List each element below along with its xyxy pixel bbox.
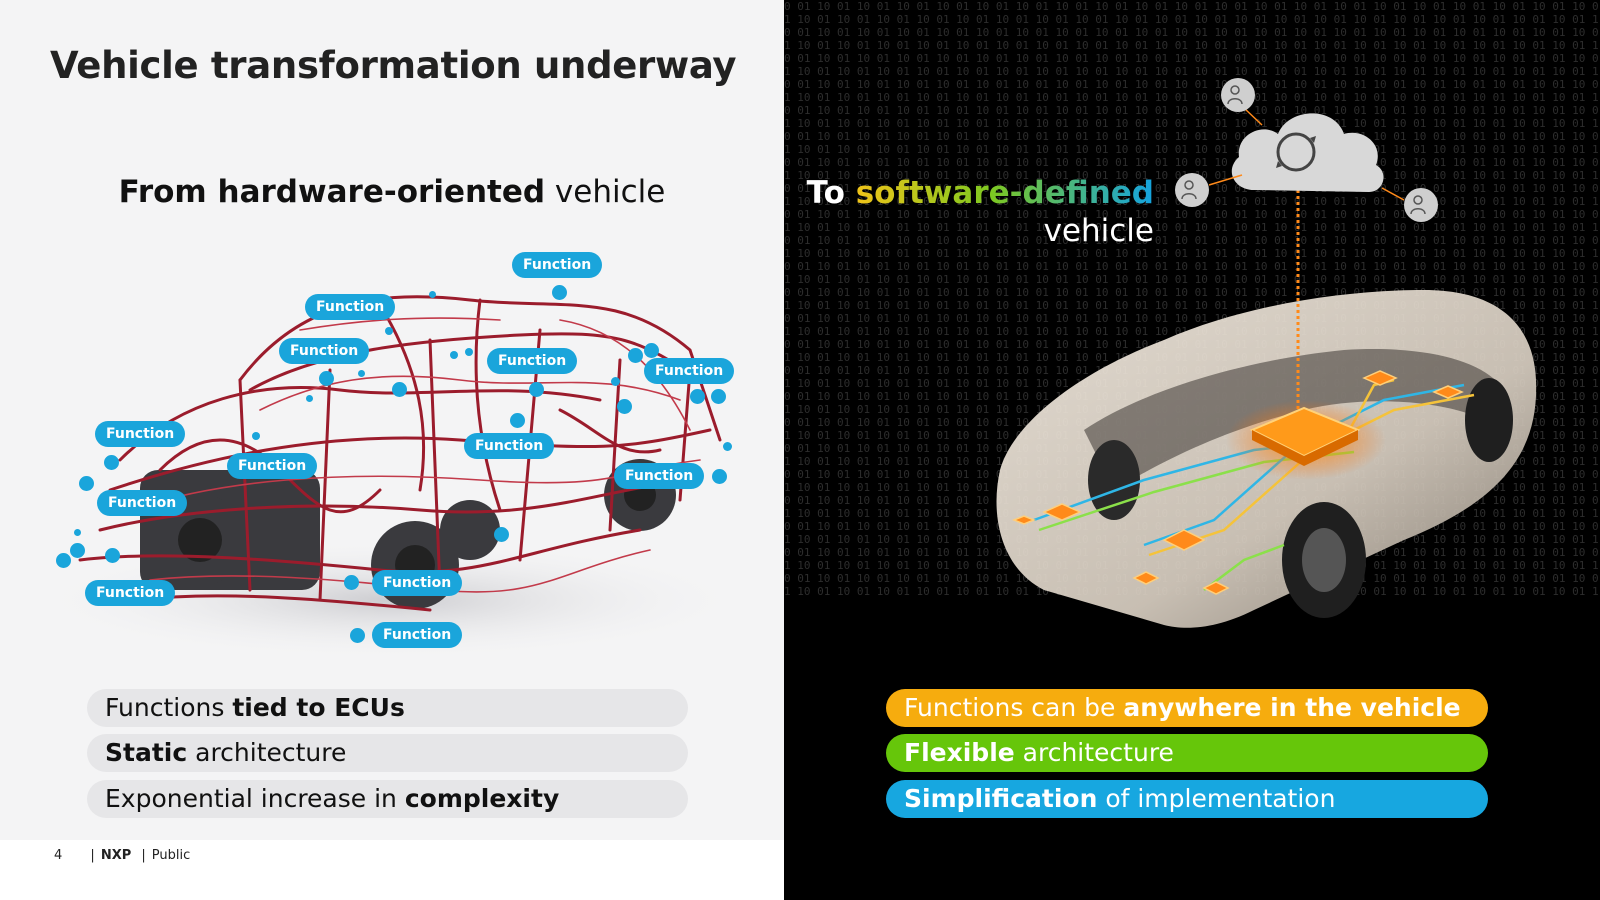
connector-dot xyxy=(70,543,85,558)
connector-dot xyxy=(344,575,359,590)
connector-dot xyxy=(306,395,313,402)
connector-dot xyxy=(529,382,544,397)
page-number: 4 xyxy=(54,848,63,863)
connector-dot xyxy=(252,432,260,440)
right-heading-line2: vehicle xyxy=(1043,213,1154,249)
right-heading-to: To xyxy=(806,175,856,211)
left-bar-1: Functions tied to ECUs xyxy=(87,689,688,727)
connector-dot xyxy=(105,548,120,563)
connector-dot xyxy=(628,348,643,363)
connector-dot xyxy=(510,413,525,428)
function-label: Function xyxy=(487,348,578,374)
left-bar-3: Exponential increase in complexity xyxy=(87,780,688,818)
connector-dot xyxy=(552,285,567,300)
developer-user-icon xyxy=(1175,78,1438,222)
connector-dot xyxy=(711,389,726,404)
connector-dot xyxy=(56,553,71,568)
connector-dot xyxy=(465,348,473,356)
connector-dot xyxy=(358,370,365,377)
right-bar-3: Simplification of implementation xyxy=(886,780,1488,818)
connector-dot xyxy=(429,291,436,298)
connector-dot xyxy=(74,529,81,536)
classification: Public xyxy=(151,848,191,863)
page-title: Vehicle transformation underway xyxy=(50,44,737,87)
connector-dot xyxy=(385,327,393,335)
left-panel: Vehicle transformation underway From har… xyxy=(0,0,784,840)
connector-dot xyxy=(392,382,407,397)
connector-dot xyxy=(319,371,334,386)
function-label: Function xyxy=(464,433,555,459)
left-heading-rest: vehicle xyxy=(545,174,666,210)
right-heading: To software-defined vehicle xyxy=(807,174,1154,250)
connector-dot xyxy=(494,527,509,542)
footer: 4 |NXP |Public xyxy=(54,848,191,863)
company-name: NXP xyxy=(100,848,132,863)
left-heading: From hardware-oriented vehicle xyxy=(0,174,784,210)
connector-dot xyxy=(350,628,365,643)
cloud-sync-icon xyxy=(1231,113,1384,192)
function-label: Function xyxy=(305,294,396,320)
left-heading-bold: From hardware-oriented xyxy=(118,174,546,210)
function-label: Function xyxy=(97,490,188,516)
function-label: Function xyxy=(372,622,463,648)
function-label: Function xyxy=(95,421,186,447)
right-heading-highlight: software-defined xyxy=(855,175,1154,211)
connector-dot xyxy=(690,389,705,404)
software-defined-car-illustration xyxy=(996,78,1537,628)
function-label: Function xyxy=(372,570,463,596)
connector-dot xyxy=(450,351,458,359)
connector-dot xyxy=(644,343,659,358)
connector-dot xyxy=(104,455,119,470)
function-label: Function xyxy=(85,580,176,606)
connector-dot xyxy=(611,377,620,386)
function-label: Function xyxy=(644,358,735,384)
right-bar-1: Functions can be anywhere in the vehicle xyxy=(886,689,1488,727)
connector-dot xyxy=(617,399,632,414)
function-label: Function xyxy=(512,252,603,278)
connector-dot xyxy=(712,469,727,484)
connector-dot xyxy=(723,442,732,451)
function-label: Function xyxy=(227,453,318,479)
function-label: Function xyxy=(279,338,370,364)
right-bar-2: Flexible architecture xyxy=(886,734,1488,772)
connector-dot xyxy=(79,476,94,491)
left-bar-2: Static architecture xyxy=(87,734,688,772)
footer-strip xyxy=(0,840,784,900)
function-label: Function xyxy=(614,463,705,489)
